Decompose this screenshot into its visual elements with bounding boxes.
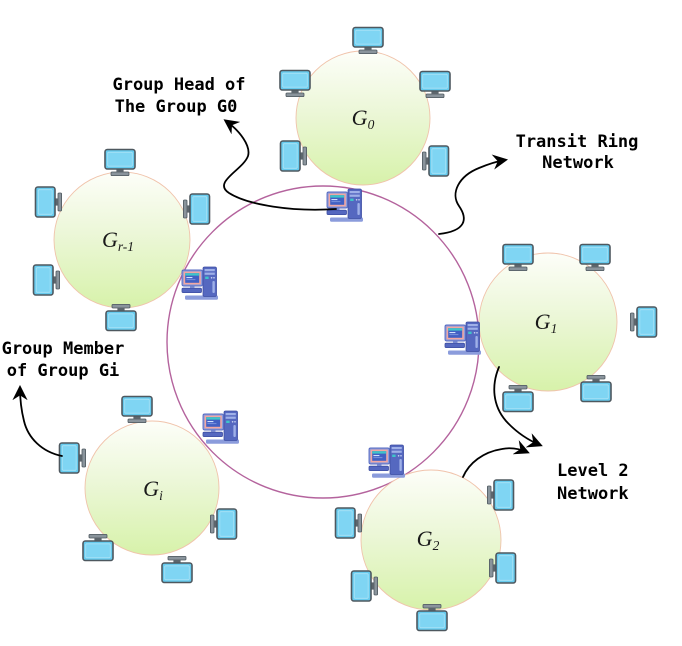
- monitor-icon: [105, 303, 137, 332]
- group-label-g1: G1: [535, 309, 558, 336]
- monitor-icon: [502, 384, 534, 413]
- arrow-transit-ring: [438, 154, 509, 235]
- transit-ring: [166, 185, 480, 499]
- monitor-icon: [58, 442, 87, 474]
- desktop-computer-icon: [326, 188, 364, 223]
- desktop-computer-icon: [368, 444, 406, 479]
- group-label-gr1: Gr-1: [102, 227, 134, 254]
- transit-ring-annotation-line2: Network: [542, 153, 614, 173]
- monitor-icon: [334, 507, 363, 539]
- level2-annotation-line1: Level 2: [557, 461, 629, 481]
- arrow-level2-from-g2: [462, 440, 530, 478]
- transit-ring-annotation-line1: Transit Ring: [516, 132, 639, 152]
- monitor-icon: [32, 264, 61, 296]
- arrow-group-member: [12, 384, 63, 457]
- group-label-g2: G2: [417, 526, 440, 553]
- desktop-computer-icon: [444, 321, 482, 356]
- group-member-annotation-line1: Group Member: [2, 339, 125, 359]
- group-label-gi: Gi: [143, 476, 163, 503]
- monitor-icon: [352, 26, 384, 55]
- group-circle-gi: [84, 420, 220, 556]
- arrow-group-head: [223, 119, 337, 211]
- desktop-computer-icon: [181, 266, 219, 301]
- monitor-icon: [421, 145, 450, 177]
- group-label-g0: G0: [352, 105, 375, 132]
- monitor-icon: [34, 186, 63, 218]
- monitor-icon: [121, 395, 153, 424]
- level2-annotation-line2: Network: [557, 484, 629, 504]
- monitor-icon: [104, 148, 136, 177]
- desktop-computer-icon: [202, 410, 240, 445]
- monitor-icon: [161, 555, 193, 584]
- group-member-annotation-line2: of Group Gi: [7, 361, 120, 381]
- arrow-level2-from-g1: [493, 366, 543, 448]
- group-head-annotation-line2: The Group G0: [115, 97, 238, 117]
- monitor-icon: [182, 193, 211, 225]
- group-head-annotation-line1: Group Head of: [112, 75, 245, 95]
- monitor-icon: [629, 306, 658, 338]
